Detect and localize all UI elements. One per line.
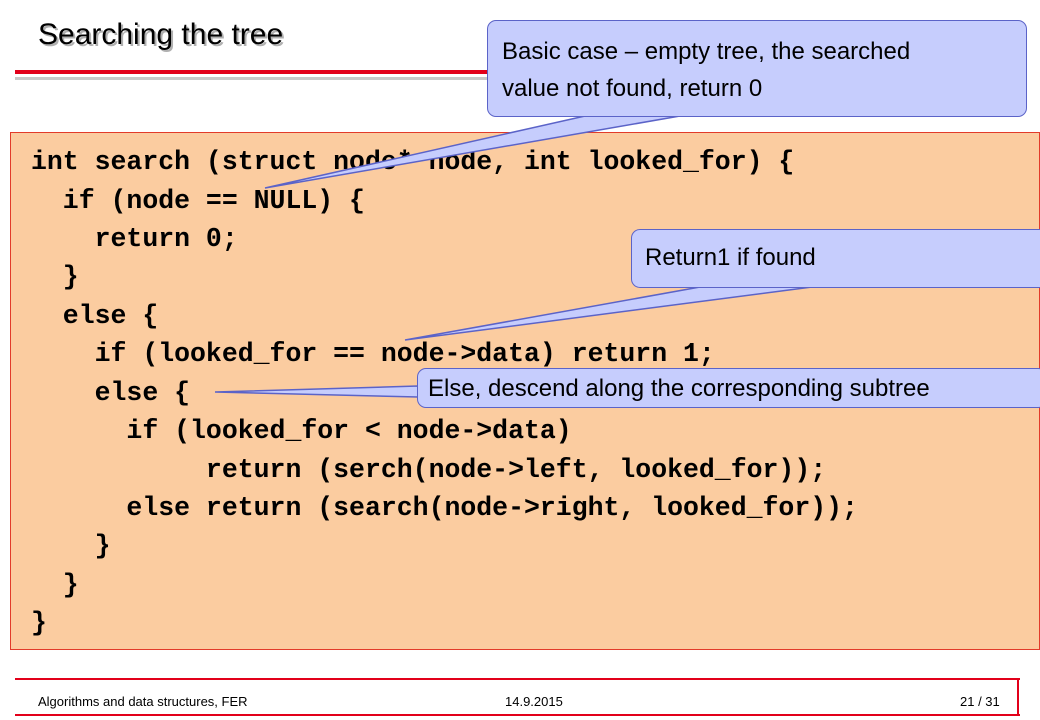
callout-found-text: Return1 if found xyxy=(645,244,816,271)
code-line-8: if (looked_for < node->data) xyxy=(31,416,572,446)
code-line-12: } xyxy=(31,570,79,600)
callout-tail-found xyxy=(404,286,813,341)
code-line-6: if (looked_for == node->data) return 1; xyxy=(31,339,715,369)
footer-course: Algorithms and data structures, FER xyxy=(38,694,248,709)
footer-rule-bottom xyxy=(15,714,1020,716)
footer-rule-vertical xyxy=(1017,678,1019,716)
callout-tail-basic-case xyxy=(264,115,681,189)
code-line-4: } xyxy=(31,262,79,292)
code-line-10: else return (search(node->right, looked_… xyxy=(31,493,858,523)
callout-tail-descend xyxy=(214,385,419,398)
code-line-9: return (serch(node->left, looked_for)); xyxy=(31,455,827,485)
code-line-13: } xyxy=(31,608,47,638)
callout-basic-case: Basic case – empty tree, the searched va… xyxy=(487,20,1027,117)
callout-basic-case-line-2: value not found, return 0 xyxy=(502,75,763,102)
footer-date: 14.9.2015 xyxy=(505,694,563,709)
callout-basic-case-line-1: Basic case – empty tree, the searched xyxy=(502,38,911,65)
footer-rule-top xyxy=(15,678,1020,680)
code-line-5: else { xyxy=(31,301,159,331)
slide-title: Searching the tree xyxy=(38,18,284,51)
code-line-1: int search (struct node* node, int looke… xyxy=(31,147,795,177)
callout-found: Return1 if found xyxy=(631,229,1040,288)
callout-descend-text: Else, descend along the corresponding su… xyxy=(428,375,930,402)
callout-descend: Else, descend along the corresponding su… xyxy=(417,368,1040,408)
code-line-7: else { xyxy=(31,378,191,408)
code-line-2: if (node == NULL) { xyxy=(31,186,365,216)
code-line-11: } xyxy=(31,531,111,561)
code-line-3: return 0; xyxy=(31,224,238,254)
footer-page-number: 21 / 31 xyxy=(960,694,1000,709)
